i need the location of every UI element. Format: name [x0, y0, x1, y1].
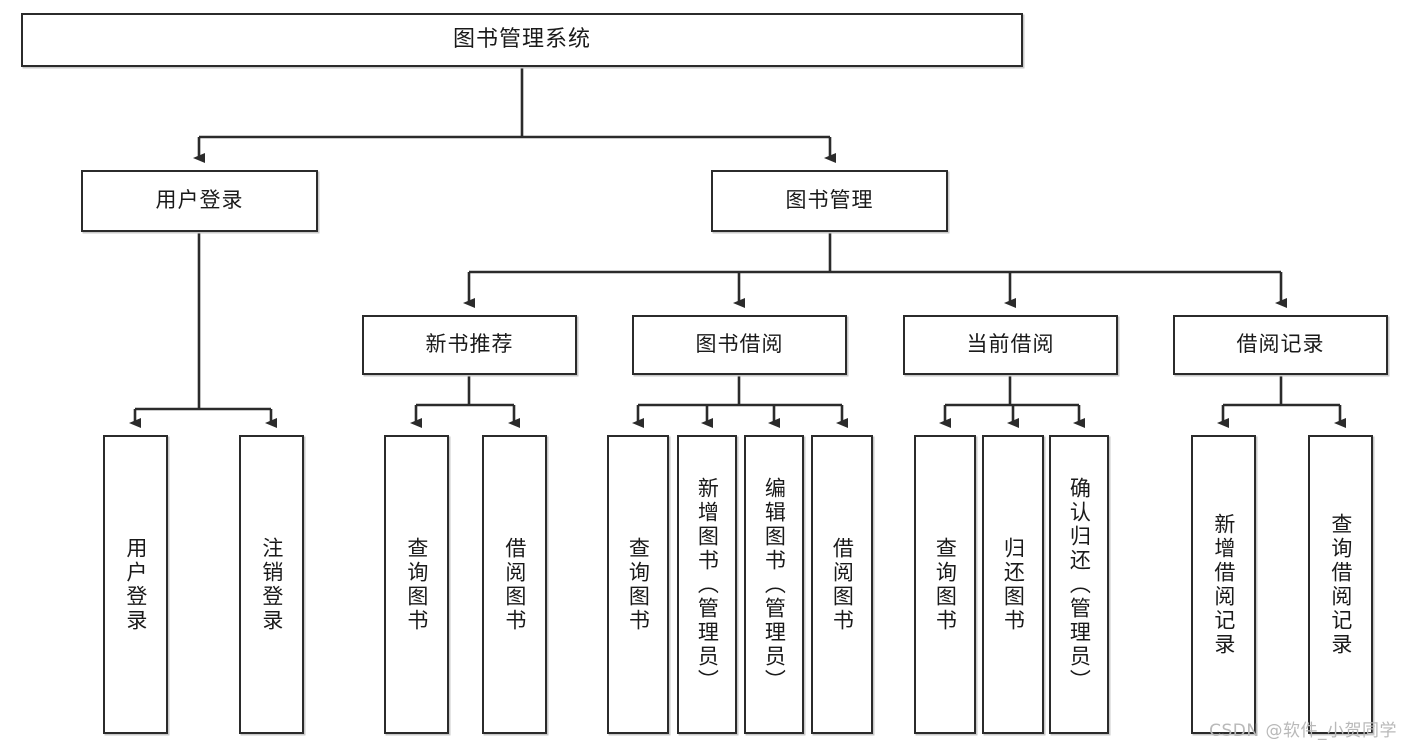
node-label: 用户登录 — [123, 536, 148, 633]
node-label: 用户登录 — [155, 188, 244, 213]
leaf-add-borrow-record[interactable]: 新增借阅记录 — [1191, 435, 1256, 734]
node-new-book-recommend[interactable]: 新书推荐 — [362, 315, 577, 375]
node-label: 新书推荐 — [425, 332, 514, 357]
node-label: 当前借阅 — [966, 332, 1055, 357]
leaf-borrow-book-recommend[interactable]: 借阅图书 — [482, 435, 547, 734]
node-label: 新增借阅记录 — [1211, 512, 1236, 657]
leaf-edit-book-admin[interactable]: 编辑图书（管理员） — [744, 435, 804, 734]
node-label: 借阅记录 — [1236, 332, 1325, 357]
node-label: 编辑图书（管理员） — [762, 476, 787, 693]
node-label: 查询图书 — [933, 536, 958, 633]
node-root-system[interactable]: 图书管理系统 — [21, 13, 1023, 67]
node-label: 图书借阅 — [695, 332, 784, 357]
node-label: 归还图书 — [1001, 536, 1026, 633]
node-label: 查询借阅记录 — [1328, 512, 1353, 657]
node-current-borrow[interactable]: 当前借阅 — [903, 315, 1118, 375]
node-label: 确认归还（管理员） — [1067, 476, 1092, 693]
leaf-logout[interactable]: 注销登录 — [239, 435, 304, 734]
node-book-management[interactable]: 图书管理 — [711, 170, 948, 232]
node-label: 图书管理 — [785, 188, 874, 213]
node-label: 注销登录 — [259, 536, 284, 633]
leaf-user-login[interactable]: 用户登录 — [103, 435, 168, 734]
leaf-query-book-recommend[interactable]: 查询图书 — [384, 435, 449, 734]
node-book-borrow[interactable]: 图书借阅 — [632, 315, 847, 375]
node-label: 图书管理系统 — [452, 26, 591, 52]
leaf-return-book[interactable]: 归还图书 — [982, 435, 1044, 734]
leaf-confirm-return-admin[interactable]: 确认归还（管理员） — [1049, 435, 1109, 734]
node-label: 借阅图书 — [502, 536, 527, 633]
watermark: CSDN @软件_小贺同学 — [1209, 721, 1397, 741]
leaf-borrow-book[interactable]: 借阅图书 — [811, 435, 873, 734]
node-label: 查询图书 — [626, 536, 651, 633]
node-user-login[interactable]: 用户登录 — [81, 170, 318, 232]
leaf-query-book-current[interactable]: 查询图书 — [914, 435, 976, 734]
leaf-query-book-borrow[interactable]: 查询图书 — [607, 435, 669, 734]
node-label: 借阅图书 — [830, 536, 855, 633]
node-borrow-record[interactable]: 借阅记录 — [1173, 315, 1388, 375]
leaf-query-borrow-record[interactable]: 查询借阅记录 — [1308, 435, 1373, 734]
node-label: 查询图书 — [404, 536, 429, 633]
node-label: 新增图书（管理员） — [695, 476, 720, 693]
leaf-add-book-admin[interactable]: 新增图书（管理员） — [677, 435, 737, 734]
